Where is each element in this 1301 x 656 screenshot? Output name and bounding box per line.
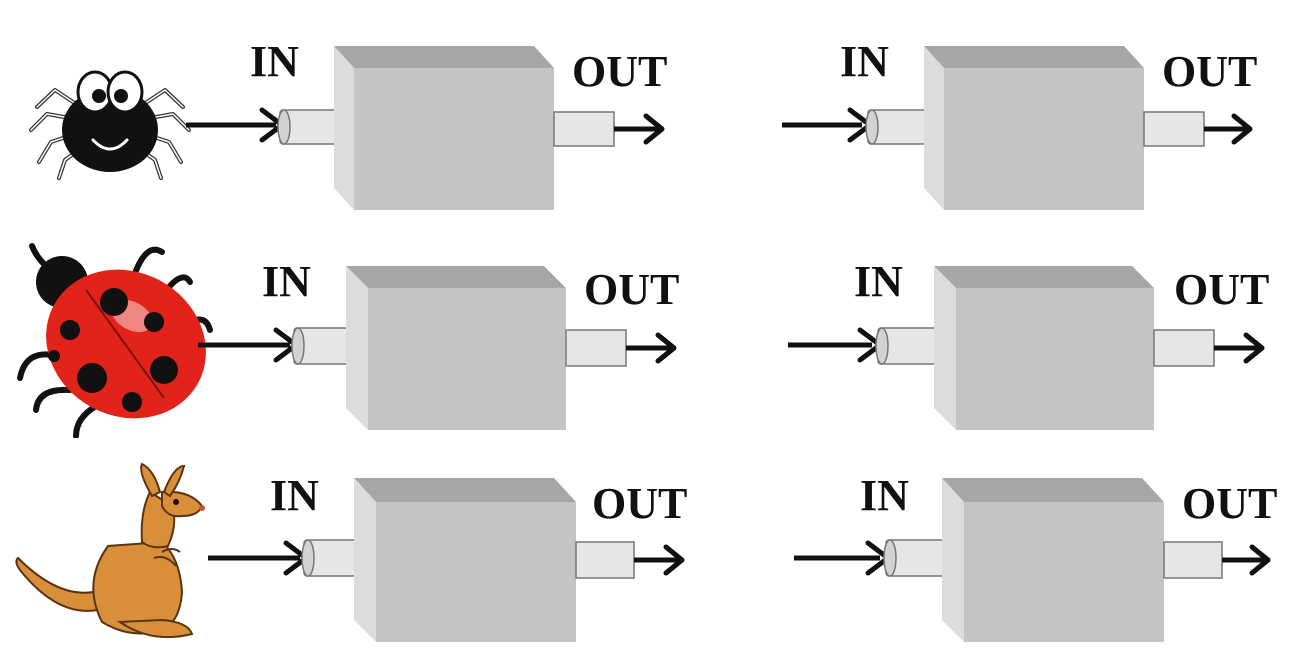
- in-label-row1-left: IN: [250, 37, 299, 86]
- filter-box-row3-left: [208, 478, 685, 642]
- out-label-row1-left: OUT: [572, 47, 668, 96]
- spider-icon: [29, 70, 191, 180]
- in-label-row3-right: IN: [860, 471, 909, 520]
- ladybug-icon: [17, 243, 213, 438]
- kangaroo-icon: [15, 462, 205, 639]
- in-label-row2-left: IN: [262, 257, 311, 306]
- filter-box-row2-right: [788, 266, 1265, 430]
- filter-box-row3-right: [794, 478, 1271, 642]
- out-label-row1-right: OUT: [1162, 47, 1258, 96]
- out-label-row3-right: OUT: [1182, 479, 1278, 528]
- filter-box-row1-right: [782, 46, 1253, 210]
- out-label-row2-left: OUT: [584, 265, 680, 314]
- out-label-row3-left: OUT: [592, 479, 688, 528]
- out-label-row2-right: OUT: [1174, 265, 1270, 314]
- in-label-row3-left: IN: [270, 471, 319, 520]
- filter-box-row1-left: [186, 46, 665, 210]
- filter-box-row2-left: [198, 266, 677, 430]
- in-label-row2-right: IN: [854, 257, 903, 306]
- in-label-row1-right: IN: [840, 37, 889, 86]
